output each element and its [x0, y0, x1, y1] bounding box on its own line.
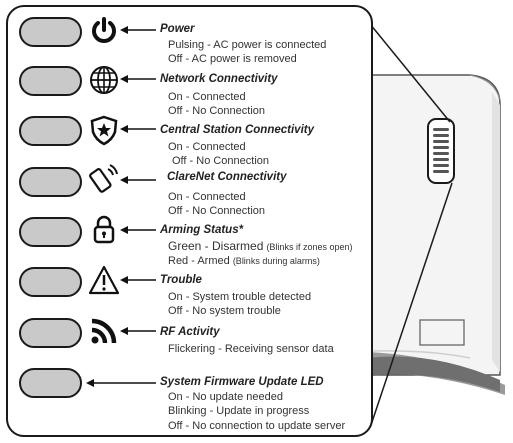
- arrow-icon: [120, 75, 156, 83]
- trouble-led: [19, 267, 82, 297]
- device-led-strip: [427, 118, 455, 184]
- rf-desc: Flickering - Receiving sensor data: [168, 343, 334, 355]
- arrow-icon: [120, 176, 156, 184]
- power-led: [19, 17, 82, 47]
- arrow-icon: [86, 379, 156, 387]
- central-station-desc: On - Connected Off - No Connection: [168, 141, 270, 167]
- arrow-icon: [120, 125, 156, 133]
- network-desc: On - Connected Off - No Connection: [168, 91, 266, 117]
- firmware-title: System Firmware Update LED: [160, 376, 324, 388]
- rf-title: RF Activity: [160, 326, 220, 338]
- power-title: Power: [160, 23, 195, 35]
- trouble-title: Trouble: [160, 274, 202, 286]
- clarenet-led: [19, 167, 82, 197]
- arming-title: Arming Status*: [160, 224, 244, 236]
- firmware-desc: On - No update needed Blinking - Update …: [168, 391, 346, 432]
- shield-star-icon: [90, 115, 118, 146]
- arrow-icon: [120, 226, 156, 234]
- clarenet-title: ClareNet Connectivity: [167, 171, 287, 183]
- central-station-title: Central Station Connectivity: [160, 124, 314, 136]
- device-label-plate: [419, 319, 465, 346]
- firmware-led: [19, 368, 82, 398]
- clarenet-desc: On - Connected Off - No Connection: [168, 191, 266, 217]
- warning-triangle-icon: [88, 265, 120, 295]
- arrow-icon: [120, 276, 156, 284]
- globe-icon: [90, 66, 118, 94]
- central-station-led: [19, 116, 82, 146]
- trouble-desc: On - System trouble detected Off - No sy…: [168, 291, 312, 317]
- rf-signal-icon: [91, 318, 117, 344]
- arrow-icon: [120, 327, 156, 335]
- phone-signal-icon: [89, 164, 118, 193]
- arming-desc: Green - Disarmed (Blinks if zones open) …: [168, 239, 353, 267]
- arrow-icon: [120, 26, 156, 34]
- power-desc: Pulsing - AC power is connected Off - AC…: [168, 39, 327, 65]
- network-title: Network Connectivity: [160, 73, 278, 85]
- network-led: [19, 66, 82, 96]
- padlock-icon: [93, 215, 115, 244]
- arming-led: [19, 217, 82, 247]
- rf-led: [19, 318, 82, 348]
- power-icon: [92, 17, 116, 43]
